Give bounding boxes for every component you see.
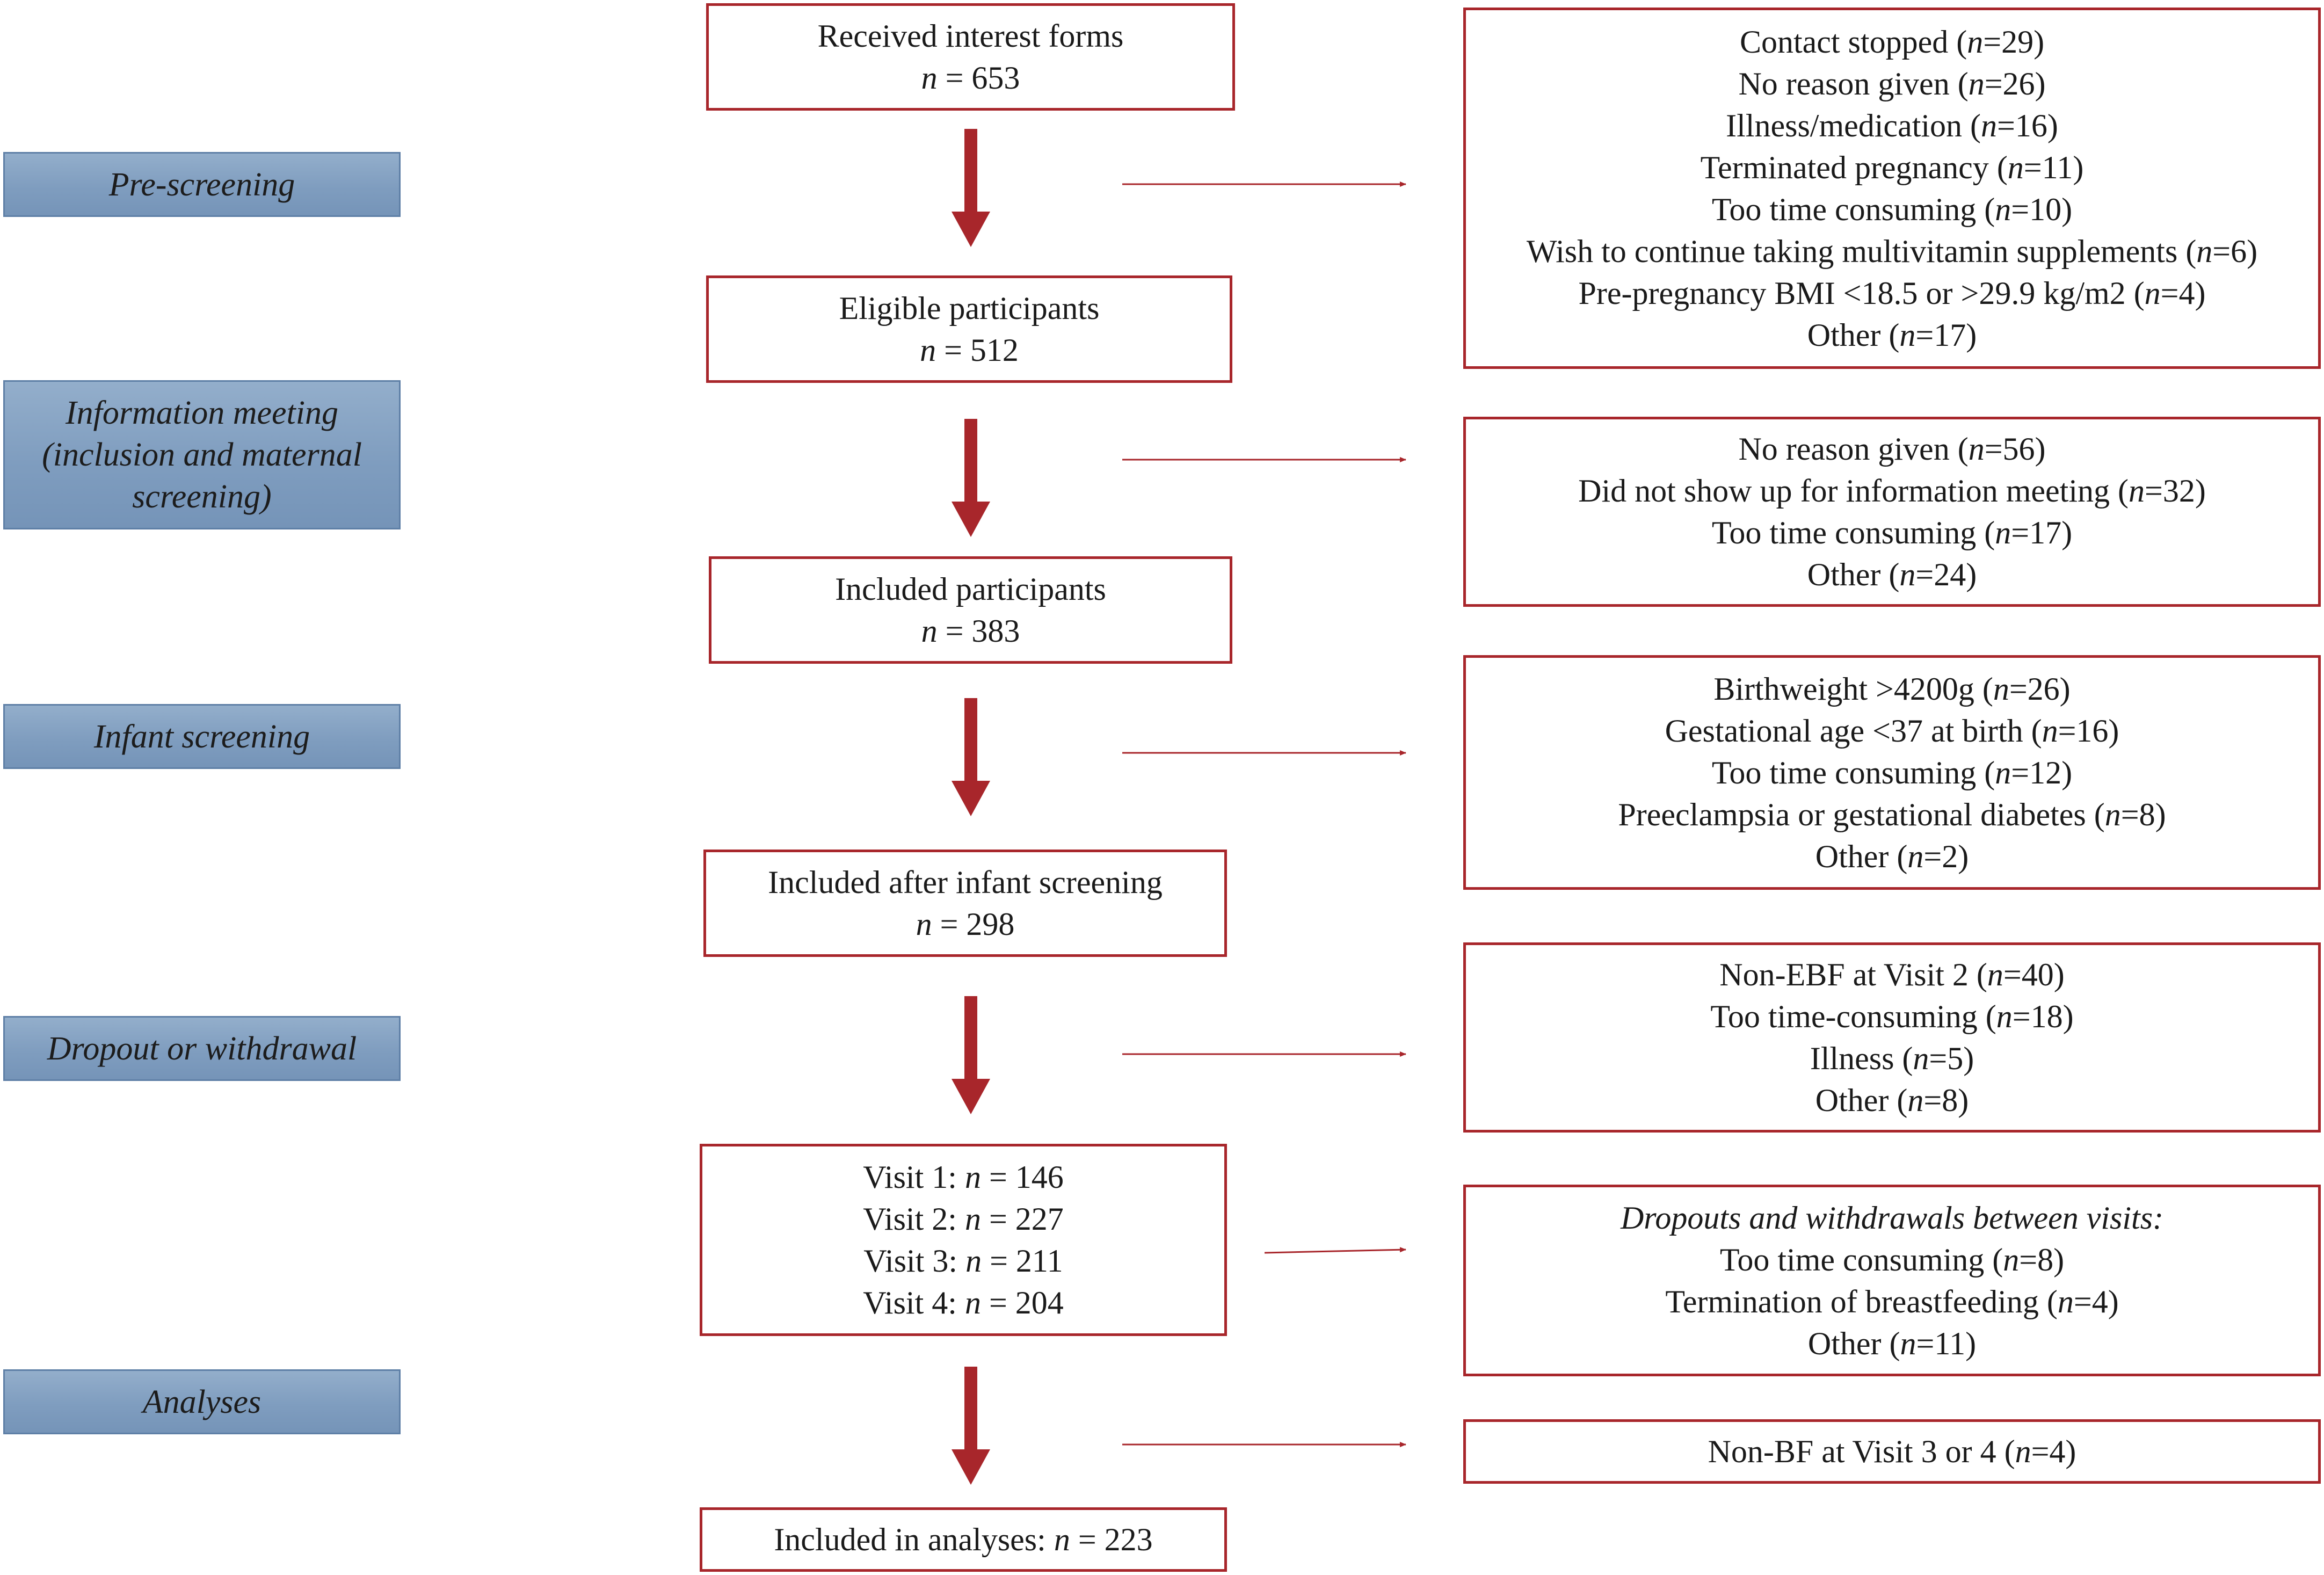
flow-box-analyses: Included in analyses: n = 223: [700, 1507, 1227, 1572]
stage-infant-screening: Infant screening: [3, 704, 401, 769]
exclusion-item: Too time consuming (n=8): [1719, 1242, 2065, 1278]
flow-title: Received interest forms: [817, 18, 1124, 54]
exclusion-item: Preeclampsia or gestational diabetes (n=…: [1618, 796, 2166, 832]
exclusion-box-between-visits: Dropouts and withdrawals between visits:…: [1463, 1185, 2321, 1376]
exclusion-arrow: [1264, 1247, 1406, 1254]
flow-box-visits: Visit 1: n = 146 Visit 2: n = 227 Visit …: [700, 1144, 1227, 1336]
exclusion-item: No reason given (n=56): [1738, 431, 2046, 467]
stage-analyses: Analyses: [3, 1369, 401, 1434]
exclusion-box-infant-screening: Birthweight >4200g (n=26) Gestational ag…: [1463, 655, 2321, 890]
flow-box-included: Included participants n = 383: [709, 556, 1232, 664]
exclusion-item: Termination of breastfeeding (n=4): [1665, 1283, 2119, 1319]
exclusion-item: Other (n=24): [1807, 557, 1977, 592]
flow-count: n = 653: [921, 60, 1020, 96]
stage-dropout-withdrawal: Dropout or withdrawal: [3, 1016, 401, 1081]
exclusion-item: Contact stopped (n=29): [1739, 24, 2045, 60]
down-arrow-head: [952, 1079, 990, 1114]
visit-4: Visit 4: n = 204: [863, 1285, 1064, 1320]
exclusion-item: Birthweight >4200g (n=26): [1713, 671, 2071, 707]
exclusion-item: Too time consuming (n=10): [1711, 191, 2073, 227]
exclusion-item: Other (n=8): [1815, 1083, 1969, 1118]
flow-title: Included after infant screening: [768, 865, 1163, 900]
stage-information-meeting: Information meeting (inclusion and mater…: [3, 380, 401, 529]
flow-title: Eligible participants: [839, 291, 1100, 326]
exclusion-item: Too time consuming (n=17): [1711, 515, 2073, 550]
stage-pre-screening: Pre-screening: [3, 152, 401, 217]
exclusion-item: Other (n=2): [1815, 838, 1969, 874]
down-arrow-head: [952, 781, 990, 816]
flow-count: Included in analyses: n = 223: [774, 1522, 1153, 1557]
down-arrow-head: [952, 502, 990, 537]
exclusion-item: Terminated pregnancy (n=11): [1700, 149, 2084, 185]
down-arrow-head: [952, 212, 990, 247]
down-arrow-shaft: [964, 698, 977, 783]
flow-count: n = 383: [921, 613, 1020, 649]
exclusion-item: Pre-pregnancy BMI <18.5 or >29.9 kg/m2 (…: [1578, 275, 2206, 311]
stage-label: Pre-screening: [108, 166, 295, 203]
flow-title: Included participants: [835, 571, 1106, 607]
stage-label: Dropout or withdrawal: [47, 1030, 357, 1067]
exclusion-item: Non-BF at Visit 3 or 4 (n=4): [1708, 1434, 2076, 1469]
exclusion-box-pre-screening: Contact stopped (n=29) No reason given (…: [1463, 8, 2321, 369]
flow-count: n = 512: [920, 332, 1019, 368]
exclusion-item: Did not show up for information meeting …: [1578, 473, 2206, 509]
down-arrow-shaft: [964, 1367, 977, 1451]
flow-count: n = 298: [916, 906, 1015, 942]
exclusion-item: Wish to continue taking multivitamin sup…: [1526, 233, 2258, 269]
exclusion-heading: Dropouts and withdrawals between visits:: [1620, 1200, 2164, 1236]
visit-3: Visit 3: n = 211: [863, 1243, 1063, 1279]
exclusion-item: Other (n=17): [1807, 317, 1977, 353]
stage-label: Analyses: [142, 1383, 262, 1420]
exclusion-box-dropout: Non-EBF at Visit 2 (n=40) Too time-consu…: [1463, 942, 2321, 1133]
flow-box-infant-screening: Included after infant screening n = 298: [703, 850, 1227, 957]
flow-box-eligible: Eligible participants n = 512: [706, 275, 1232, 383]
down-arrow-head: [952, 1449, 990, 1485]
exclusion-item: Too time-consuming (n=18): [1710, 999, 2074, 1034]
down-arrow-shaft: [964, 419, 977, 504]
down-arrow-shaft: [964, 129, 977, 214]
exclusion-item: Non-EBF at Visit 2 (n=40): [1719, 957, 2065, 992]
flow-box-received: Received interest forms n = 653: [706, 3, 1235, 111]
exclusion-item: Gestational age <37 at birth (n=16): [1665, 713, 2119, 749]
exclusion-box-analyses: Non-BF at Visit 3 or 4 (n=4): [1463, 1419, 2321, 1484]
visit-2: Visit 2: n = 227: [863, 1201, 1064, 1237]
exclusion-item: Illness (n=5): [1810, 1041, 1974, 1076]
visit-1: Visit 1: n = 146: [863, 1159, 1064, 1195]
down-arrow-shaft: [964, 996, 977, 1081]
exclusion-item: Too time consuming (n=12): [1711, 754, 2073, 790]
exclusion-box-information-meeting: No reason given (n=56) Did not show up f…: [1463, 417, 2321, 607]
exclusion-item: No reason given (n=26): [1738, 66, 2046, 101]
exclusion-item: Other (n=11): [1807, 1325, 1977, 1361]
stage-label: Infant screening: [93, 718, 310, 755]
exclusion-item: Illness/medication (n=16): [1726, 107, 2058, 143]
stage-label: Information meeting (inclusion and mater…: [42, 395, 362, 515]
